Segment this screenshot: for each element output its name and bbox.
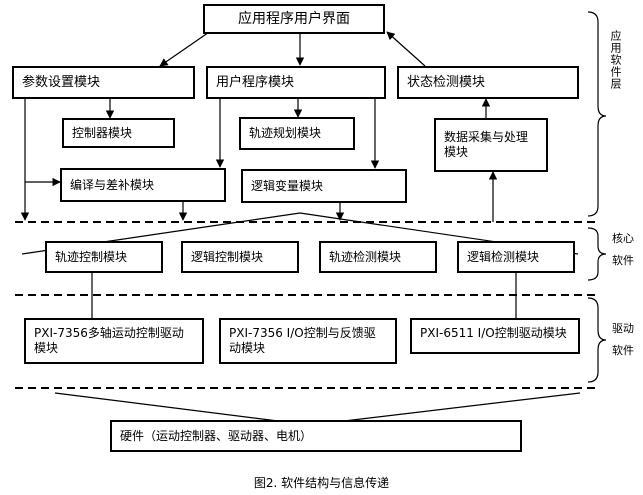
layer-label-core-1: 核心 [612, 232, 634, 245]
pxi7356-motion-driver: PXI-7356多轴运动控制驱动模块 [24, 318, 204, 364]
ui-module: 应用程序用户界面 [203, 4, 385, 34]
brace-core [587, 227, 607, 281]
trajctrl-module: 轨迹控制模块 [45, 241, 163, 273]
userprog-module: 用户程序模块 [206, 66, 386, 99]
datacollect-module: 数据采集与处理模块 [434, 118, 548, 172]
brace-app [587, 11, 607, 217]
layer-label-driver-2: 软件 [612, 344, 634, 357]
param-module: 参数设置模块 [12, 66, 195, 99]
trajplan-module: 轨迹规划模块 [239, 117, 355, 150]
layer-label-driver-1: 驱动 [612, 322, 634, 335]
compile-module: 编译与差补模块 [60, 168, 226, 202]
figure-caption: 图2. 软件结构与信息传递 [253, 476, 390, 490]
logicdetect-module: 逻辑检测模块 [457, 241, 575, 273]
controller-module: 控制器模块 [62, 118, 175, 148]
trajdetect-module: 轨迹检测模块 [319, 241, 437, 273]
layer-label-app: 应用软件层 [609, 30, 622, 90]
logicvar-module: 逻辑变量模块 [241, 169, 407, 203]
hardware-box: 硬件（运动控制器、驱动器、电机） [110, 420, 522, 452]
layer-label-core-2: 软件 [612, 254, 634, 267]
logicctrl-module: 逻辑控制模块 [181, 241, 299, 273]
brace-driver [587, 297, 607, 383]
pxi6511-driver: PXI-6511 I/O控制驱动模块 [410, 318, 580, 354]
status-module: 状态检测模块 [397, 66, 579, 99]
pxi7356-io-driver: PXI-7356 I/O控制与反馈驱动模块 [219, 318, 397, 364]
